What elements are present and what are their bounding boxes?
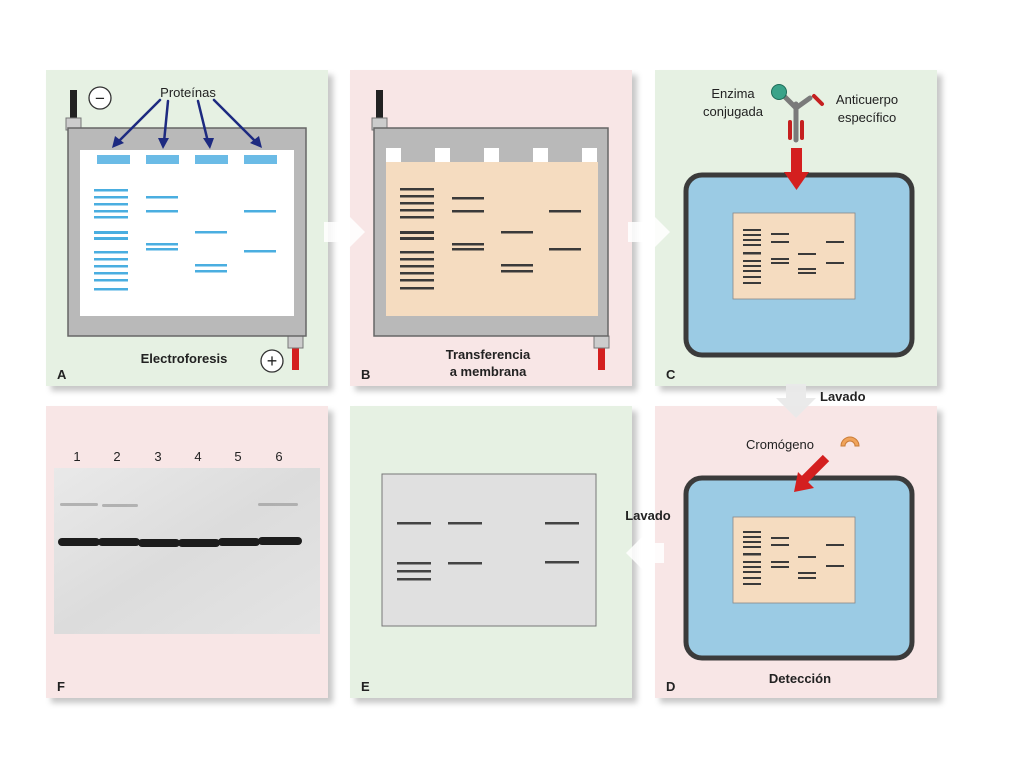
protein-arrows xyxy=(116,98,258,144)
lane-number: 1 xyxy=(73,449,80,464)
transfer-tank xyxy=(371,90,610,370)
electrode-bottom-b xyxy=(598,346,605,370)
panel-b-caption-line2: a membrana xyxy=(450,364,527,379)
panel-a-letter: A xyxy=(57,367,67,382)
electrode-negative xyxy=(70,90,77,120)
membrane-bands xyxy=(400,188,581,290)
step-arrow-c-to-d xyxy=(776,384,816,418)
membrane-c-bands xyxy=(743,229,844,284)
protein-arrowheads xyxy=(112,136,262,149)
step-arrow-b-to-c xyxy=(628,212,670,252)
electrophoresis-tank xyxy=(65,86,307,373)
panel-e-letter: E xyxy=(361,679,370,694)
lane-number: 2 xyxy=(113,449,120,464)
incubation-tray-d xyxy=(683,436,915,661)
step-arrow-a-to-b xyxy=(324,212,365,252)
blot-photo-bg xyxy=(54,468,320,634)
panel-a-caption: Electroforesis xyxy=(141,351,228,366)
electrode-cap-bottom-b xyxy=(593,335,610,349)
lane-number: 3 xyxy=(154,449,161,464)
membrane-c xyxy=(732,212,856,300)
loaded-samples xyxy=(97,155,277,164)
blot-photo-faint-bands xyxy=(60,503,298,507)
gel-bands xyxy=(94,189,276,291)
enzyme-label-line2: conjugada xyxy=(703,104,764,119)
lane-numbers: 1 2 3 4 5 6 xyxy=(73,449,282,464)
panel-b-letter: B xyxy=(361,367,370,382)
chromogen-arrow xyxy=(794,454,830,492)
incubation-tray-c xyxy=(683,84,915,358)
enzyme-icon xyxy=(771,84,787,100)
electrode-top-b xyxy=(376,90,383,120)
panel-f-letter: F xyxy=(57,679,65,694)
wash-label-c-to-d: Lavado xyxy=(820,389,866,404)
membrane-e-bands xyxy=(397,522,579,581)
electrode-positive xyxy=(292,346,299,370)
developed-membrane xyxy=(381,473,597,627)
gel-wells xyxy=(80,150,294,164)
wash-label-d-to-e: Lavado xyxy=(625,508,671,523)
antibody-icon xyxy=(771,84,824,143)
membrane-d-bands xyxy=(743,531,844,585)
antibody-label-line1: Anticuerpo xyxy=(836,92,898,107)
panel-b-caption-line1: Transferencia xyxy=(446,347,531,362)
blot-photo-main-bands xyxy=(58,537,302,547)
lane-number: 4 xyxy=(194,449,201,464)
membrane-d xyxy=(732,516,856,604)
step-arrow-d-to-e xyxy=(626,533,664,573)
lane-number: 5 xyxy=(234,449,241,464)
transfer-wells xyxy=(386,148,597,162)
electrode-cap-positive xyxy=(287,335,304,349)
antibody-label-line2: específico xyxy=(838,110,897,125)
panel-d-letter: D xyxy=(666,679,675,694)
minus-sign xyxy=(88,86,112,110)
enzyme-label-line1: Enzima xyxy=(711,86,755,101)
proteins-label: Proteínas xyxy=(160,85,216,100)
minus-symbol: − xyxy=(95,89,105,108)
lane-number: 6 xyxy=(275,449,282,464)
chromogen-icon xyxy=(840,436,860,447)
blot-photo xyxy=(54,468,320,634)
panel-d-caption: Detección xyxy=(769,671,831,686)
plus-sign xyxy=(260,349,284,373)
chromogen-label: Cromógeno xyxy=(746,437,814,452)
panel-c-letter: C xyxy=(666,367,676,382)
plus-symbol: + xyxy=(267,351,278,371)
antibody-arrow xyxy=(784,148,809,190)
membrane-e xyxy=(381,473,597,627)
